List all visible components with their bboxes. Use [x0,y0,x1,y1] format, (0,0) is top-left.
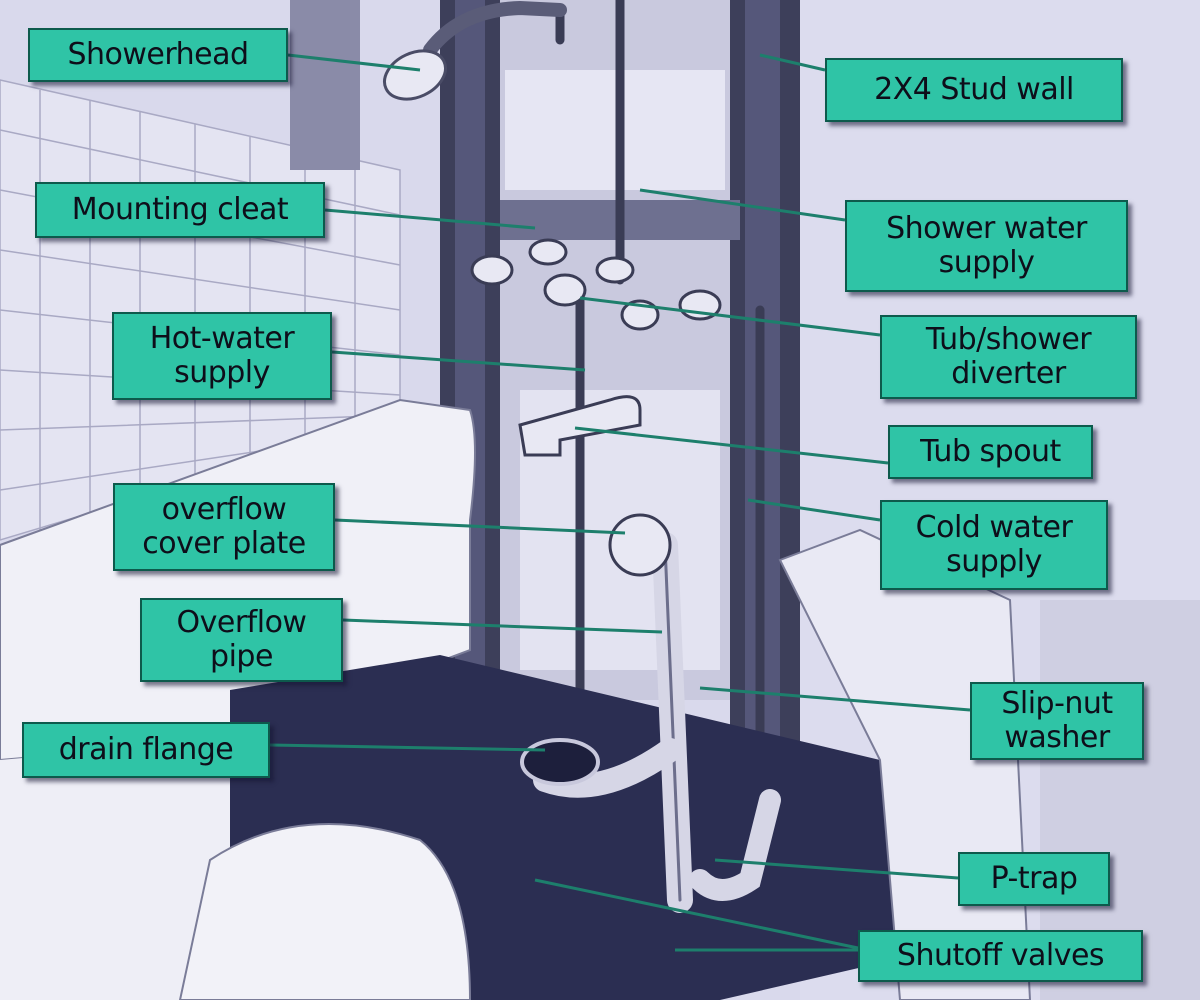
label-overflow-cover-plate: overflow cover plate [113,483,335,571]
leader-lines [269,53,971,952]
label-tub-shower-diverter: Tub/shower diverter [880,315,1137,399]
label-shower-water-supply: Shower water supply [845,200,1128,292]
label-overflow-pipe: Overflow pipe [140,598,343,682]
label-drain-flange: drain flange [22,722,270,778]
label-showerhead: Showerhead [28,28,288,82]
label-hot-water-supply: Hot-water supply [112,312,332,400]
label-mounting-cleat: Mounting cleat [35,182,325,238]
showerhead-drawing [383,0,567,101]
drain-flange-drawing [520,738,600,786]
valve-handles [470,238,722,331]
label-p-trap: P-trap [958,852,1110,906]
label-cold-water-supply: Cold water supply [880,500,1108,590]
label-tub-spout: Tub spout [888,425,1093,479]
pipes [555,0,765,795]
label-shutoff-valves: Shutoff valves [858,930,1143,982]
label-stud-wall: 2X4 Stud wall [825,58,1123,122]
label-slip-nut-washer: Slip-nut washer [970,682,1144,760]
tub-spout-drawing [518,395,642,457]
